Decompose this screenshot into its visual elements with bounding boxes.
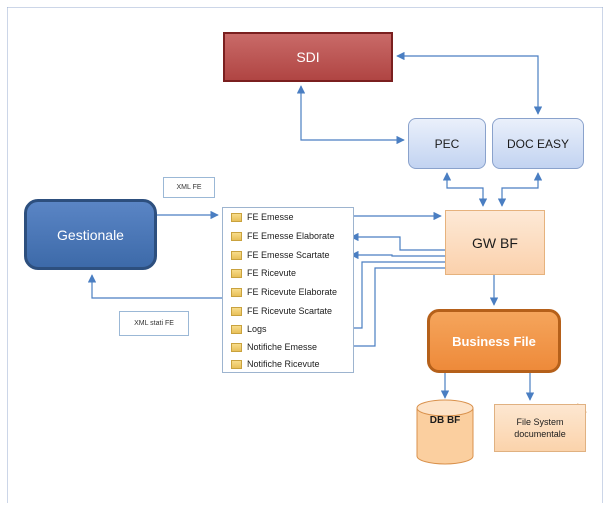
folder-label: FE Emesse — [247, 212, 294, 222]
folder-label: Notifiche Ricevute — [247, 359, 320, 369]
folder-row[interactable]: FE Ricevute — [231, 265, 296, 281]
folder-row[interactable]: Notifiche Ricevute — [231, 356, 320, 372]
folder-icon — [231, 231, 242, 241]
xml-stati-fe-label: XML stati FE — [134, 320, 174, 327]
folder-label: FE Emesse Scartate — [247, 250, 330, 260]
xml-stati-fe-note: XML stati FE — [119, 311, 189, 336]
file-system-label-line2: documentale — [514, 429, 566, 439]
folders-to-gestionale-arrow — [87, 274, 222, 299]
folder-icon — [231, 359, 242, 369]
folder-icon — [231, 212, 242, 222]
folder-label: Notifiche Emesse — [247, 342, 318, 352]
folder-row[interactable]: FE Ricevute Scartate — [231, 303, 332, 319]
gwbf-to-elaborate-arrow — [350, 232, 445, 251]
doceasy-gwbf-arrow — [497, 172, 543, 207]
folder-row[interactable]: FE Emesse Scartate — [231, 247, 330, 263]
folder-icon — [231, 268, 242, 278]
folder-icon — [231, 324, 242, 334]
folder-label: Logs — [247, 324, 267, 334]
pec-label: PEC — [434, 136, 460, 151]
sdi-label: SDI — [296, 49, 320, 65]
gestionale-label: Gestionale — [57, 226, 124, 243]
file-system-node: File System documentale — [494, 404, 586, 452]
folder-label: FE Ricevute Elaborate — [247, 287, 338, 297]
xml-fe-note: XML FE — [163, 177, 215, 198]
folder-row[interactable]: FE Emesse Elaborate — [231, 228, 335, 244]
folder-label: FE Ricevute — [247, 268, 297, 278]
folder-label: FE Ricevute Scartate — [247, 306, 333, 316]
db-bf-label: DB BF — [429, 415, 461, 426]
folder-row[interactable]: Notifiche Emesse — [231, 339, 317, 355]
doc-easy-node: DOC EASY — [492, 118, 584, 169]
pec-gwbf-arrow — [442, 172, 488, 207]
sdi-node: SDI — [223, 32, 393, 82]
gwbf-to-notifiche-arrow — [342, 267, 445, 351]
sdi-doceasy-arrow — [396, 51, 543, 115]
pec-node: PEC — [408, 118, 486, 169]
file-system-label-line1: File System — [516, 417, 564, 427]
doc-easy-label: DOC EASY — [506, 136, 569, 151]
gestionale-node: Gestionale — [24, 199, 157, 270]
gw-bf-label: GW BF — [472, 234, 518, 251]
folder-row[interactable]: FE Emesse — [231, 209, 294, 225]
folder-row[interactable]: FE Ricevute Elaborate — [231, 284, 337, 300]
folder-icon — [231, 287, 242, 297]
gw-bf-node: GW BF — [445, 210, 545, 275]
folder-icon — [231, 306, 242, 316]
gwbf-to-scartate-arrow — [350, 250, 445, 260]
database-cylinder-icon — [416, 399, 474, 465]
business-file-node: Business File — [427, 309, 561, 373]
folder-icon — [231, 250, 242, 260]
folder-row[interactable]: Logs — [231, 321, 267, 337]
business-file-label: Business File — [452, 333, 536, 349]
folder-icon — [231, 342, 242, 352]
sdi-pec-arrow — [296, 85, 405, 145]
xml-fe-label: XML FE — [176, 184, 202, 191]
folder-label: FE Emesse Elaborate — [247, 231, 335, 241]
folder-panel: FE Emesse FE Emesse Elaborate FE Emesse … — [222, 207, 354, 373]
